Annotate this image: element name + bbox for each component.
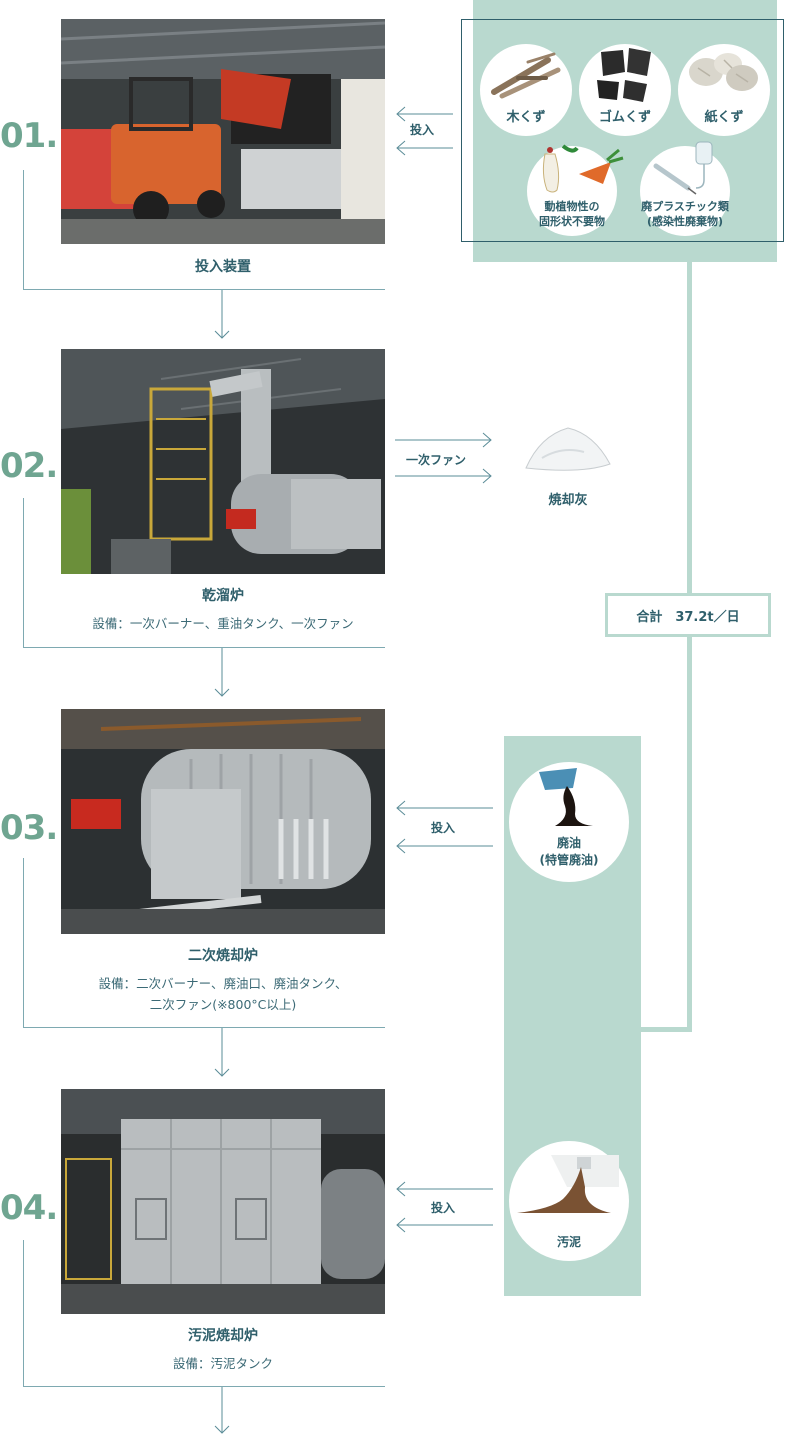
step-2-left-line (23, 498, 24, 648)
sludge-input-arrows (396, 1181, 493, 1233)
ash-fan-arrow-label: 一次ファン (406, 453, 467, 467)
ash-label: 焼却灰 (548, 493, 588, 508)
waste-item-plastic: 廃プラスチック類 (感染性廃棄物) (640, 141, 730, 236)
step-3-bottom-line (23, 1027, 385, 1028)
step-3-equipment-line-2: 二次ファン(※800°C以上) (149, 997, 297, 1012)
step-4-number: 04. (0, 1188, 58, 1228)
waste-oil-icon (539, 768, 593, 826)
waste-item-food: 動植物性の 固形状不要物 (527, 144, 624, 236)
waste-oil-label-1: 廃油 (556, 836, 581, 850)
waste-input-arrow-label: 投入 (410, 123, 435, 137)
waste-item-plastic-label-2: (感染性廃棄物) (646, 215, 724, 228)
paper-scraps-icon (689, 53, 758, 91)
step-2-down-arrow (214, 648, 230, 697)
step-2-number: 02. (0, 446, 58, 486)
rubber-scraps-icon (597, 48, 651, 102)
oil-input-arrows (396, 800, 493, 854)
wood-chips-icon (491, 52, 561, 99)
sludge-input-arrow-label: 投入 (431, 1201, 456, 1215)
step-4-bottom-line (23, 1386, 385, 1387)
sludge-icon (517, 1155, 619, 1213)
total-capacity-label: 合計 37.2t／日 (636, 609, 740, 625)
waste-item-food-label-1: 動植物性の (544, 200, 600, 213)
waste-item-paper-label: 紙くず (704, 110, 744, 125)
waste-oil-item: 廃油 (特管廃油) (509, 762, 629, 882)
step-4-equipment: 設備：汚泥タンク (172, 1356, 273, 1371)
step-1-number: 01. (0, 116, 58, 156)
step-1-bottom-line (23, 289, 385, 290)
total-connector-horizontal (640, 1027, 692, 1032)
waste-item-plastic-label-1: 廃プラスチック類 (641, 200, 729, 213)
step-1-photo (61, 19, 385, 244)
sludge-label: 汚泥 (556, 1235, 581, 1249)
waste-item-wood-label: 木くず (506, 110, 546, 125)
total-connector-vertical (687, 262, 692, 1032)
waste-item-wood: 木くず (480, 44, 572, 136)
food-waste-icon (542, 144, 624, 193)
step-3-photo (61, 709, 385, 934)
waste-input-arrows (396, 106, 453, 156)
medical-plastic-icon (653, 141, 713, 195)
step-4-left-line (23, 1240, 24, 1387)
step-3-left-line (23, 858, 24, 1028)
waste-item-paper: 紙くず (678, 44, 770, 136)
waste-oil-label-2: (特管廃油) (539, 853, 599, 867)
step-3-equipment-line-1: 設備：二次バーナー、廃油口、廃油タンク、 (98, 976, 348, 991)
ash-pile-icon (525, 427, 611, 471)
step-1-left-line (23, 170, 24, 290)
step-4-photo (61, 1089, 385, 1314)
step-2-title: 乾溜炉 (202, 588, 244, 604)
waste-item-rubber-label: ゴムくず (598, 110, 651, 125)
oil-input-arrow-label: 投入 (431, 821, 456, 835)
step-2-photo (61, 349, 385, 574)
sludge-item: 汚泥 (509, 1141, 629, 1261)
step-3-title: 二次焼却炉 (188, 948, 258, 964)
total-capacity-box: 合計 37.2t／日 (605, 593, 771, 637)
step-4-title: 汚泥焼却炉 (188, 1328, 258, 1344)
waste-item-rubber: ゴムくず (579, 44, 671, 136)
step-2-equipment: 設備：一次バーナー、重油タンク、一次ファン (92, 616, 354, 631)
step-1-down-arrow (214, 290, 230, 339)
step-4-down-arrow (214, 1387, 230, 1434)
waste-item-food-label-2: 固形状不要物 (539, 215, 605, 228)
step-1-title: 投入装置 (195, 259, 251, 275)
ash-fan-arrows (395, 432, 492, 484)
step-2-bottom-line (23, 647, 385, 648)
step-3-number: 03. (0, 808, 58, 848)
step-3-down-arrow (214, 1028, 230, 1077)
waste-input-frame (461, 19, 784, 242)
